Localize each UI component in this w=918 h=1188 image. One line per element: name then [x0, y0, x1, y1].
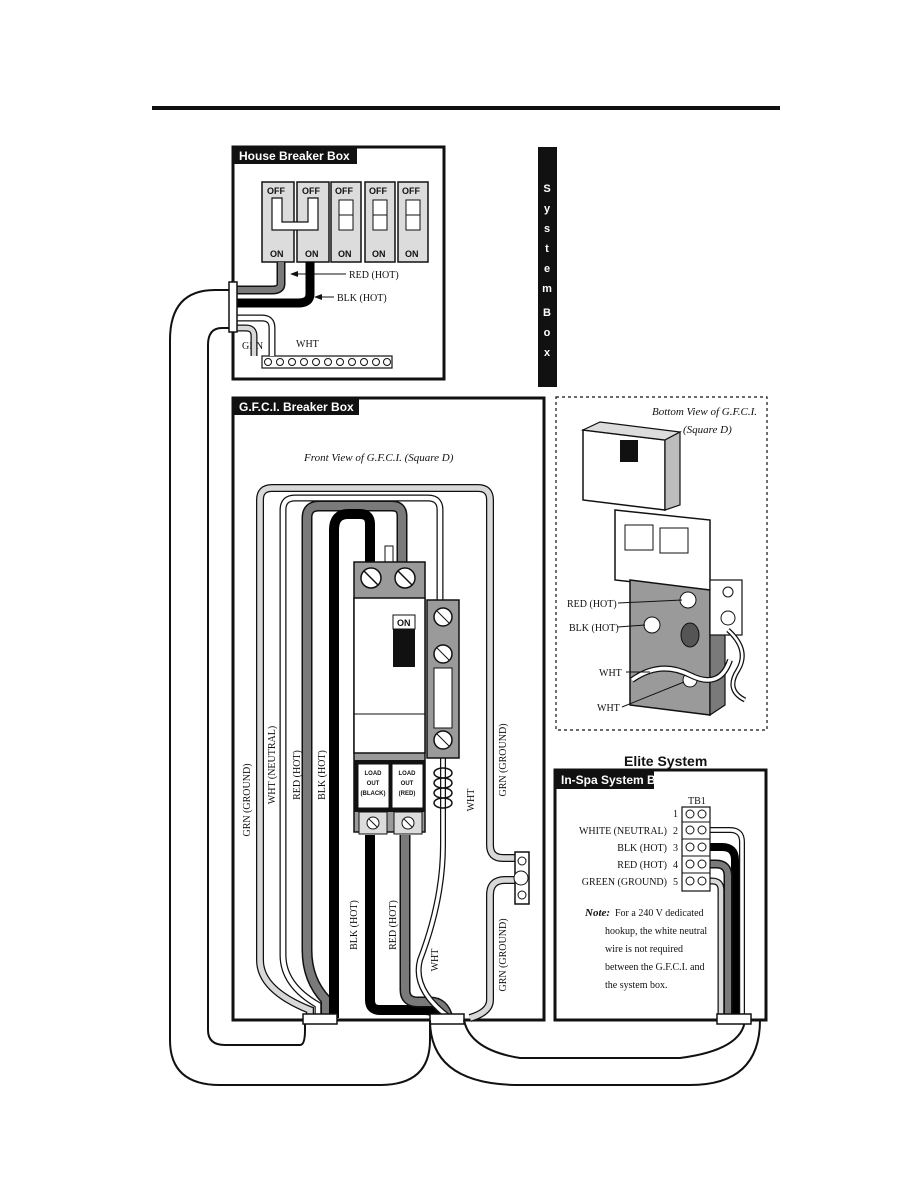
- gfci-wires: [256, 484, 515, 1022]
- in-spa-box-title: In-Spa System Box: [561, 773, 670, 787]
- load-out-black-2: OUT: [367, 781, 380, 787]
- conduit-fitting-left: [302, 1013, 338, 1025]
- switch-on-2: ON: [305, 249, 319, 259]
- gfci-box-title: G.F.C.I. Breaker Box: [239, 400, 354, 414]
- label-grn-ground-left: GRN (GROUND): [242, 763, 253, 836]
- neutral-terminal-bar: [261, 355, 393, 369]
- in-spa-system-box: In-Spa System Box TB1 1 2 3: [553, 768, 768, 1025]
- sys-letter-6: B: [543, 307, 551, 319]
- tb-label-4: RED (HOT): [617, 860, 667, 871]
- tb-num-3: 3: [673, 843, 678, 854]
- sys-letter-5: m: [542, 283, 552, 295]
- conduit-left: [169, 281, 431, 1086]
- bottom-wht2-label: WHT: [597, 703, 620, 714]
- gfci-on-label: ON: [397, 618, 411, 628]
- tb1-terminal-block: [681, 806, 711, 892]
- system-box-bar: S y s t e m B o x: [538, 147, 557, 387]
- label-red-hot-left: RED (HOT): [292, 750, 303, 800]
- conduit-fitting-middle: [429, 1013, 465, 1025]
- sys-letter-7: o: [544, 327, 551, 339]
- switch-off-4: OFF: [369, 186, 387, 196]
- house-blk-label: BLK (HOT): [337, 293, 387, 304]
- label-red-hot-bottom: RED (HOT): [388, 900, 399, 950]
- gfci-breaker: [353, 545, 460, 835]
- gfci-off-label: OFF: [396, 670, 414, 680]
- sys-letter-2: s: [544, 223, 550, 235]
- label-blk-hot-bottom: BLK (HOT): [349, 900, 360, 950]
- note-line-2: hookup, the white neutral: [605, 926, 707, 937]
- in-spa-wires: [710, 827, 745, 1015]
- note-line-1: For a 240 V dedicated: [615, 908, 704, 919]
- switch-off-3: OFF: [335, 186, 353, 196]
- load-out-black-1: LOAD: [365, 771, 383, 777]
- bottom-view-title-2: (Square D): [683, 424, 732, 436]
- note-line-5: the system box.: [605, 980, 668, 991]
- bottom-red-label: RED (HOT): [567, 599, 617, 610]
- note-line-3: wire is not required: [605, 944, 683, 955]
- conduit-right-outer: [429, 1019, 761, 1086]
- bottom-view-panel: Bottom View of G.F.C.I. (Square D) RED (…: [555, 396, 768, 731]
- house-wht-label: WHT: [296, 339, 319, 350]
- gfci-breaker-box: G.F.C.I. Breaker Box Front View of G.F.C…: [231, 396, 546, 1022]
- house-wires: [233, 262, 315, 356]
- switch-on-5: ON: [405, 249, 419, 259]
- switch-on-4: ON: [372, 249, 386, 259]
- tb1-label: TB1: [688, 796, 706, 807]
- sys-letter-1: y: [544, 203, 551, 215]
- load-out-red-1: LOAD: [399, 771, 417, 777]
- tb-num-2: 2: [673, 826, 678, 837]
- tb-num-1: 1: [673, 809, 678, 820]
- label-wht-right: WHT: [466, 789, 477, 812]
- label-wht-neutral: WHT (NEUTRAL): [267, 726, 278, 804]
- conduit-right: [463, 1019, 746, 1059]
- switch-off-1: OFF: [267, 186, 285, 196]
- note-label: Note:: [584, 907, 610, 919]
- house-breaker-box: House Breaker Box OFF OFF OFF OFF OFF ON…: [231, 145, 446, 381]
- load-out-black-3: (BLACK): [361, 791, 386, 797]
- top-rule: [152, 106, 780, 110]
- house-red-label: RED (HOT): [349, 270, 399, 281]
- bottom-wht1-label: WHT: [599, 668, 622, 679]
- front-view-label: Front View of G.F.C.I. (Square D): [303, 452, 454, 464]
- ground-lug: [513, 851, 530, 905]
- switch-on-3: ON: [338, 249, 352, 259]
- switch-off-2: OFF: [302, 186, 320, 196]
- tb-label-3: BLK (HOT): [617, 843, 667, 854]
- sys-letter-4: e: [544, 263, 550, 275]
- switch-off-5: OFF: [402, 186, 420, 196]
- switch-on-1: ON: [270, 249, 284, 259]
- house-box-title: House Breaker Box: [239, 149, 350, 163]
- white-coil: [433, 767, 453, 809]
- sys-letter-8: x: [544, 347, 551, 359]
- sys-letter-0: S: [543, 183, 550, 195]
- conduit-fitting-right: [716, 1013, 752, 1025]
- label-blk-hot-left: BLK (HOT): [317, 750, 328, 800]
- load-out-red-3: (RED): [399, 791, 416, 797]
- breaker-switches: [261, 181, 429, 263]
- label-grn-ground-right: GRN (GROUND): [498, 723, 509, 796]
- sys-letter-3: t: [545, 243, 549, 255]
- elite-heading: Elite System: [624, 753, 707, 769]
- tb-num-4: 4: [673, 860, 678, 871]
- bottom-view-title-1: Bottom View of G.F.C.I.: [652, 406, 757, 418]
- note-line-4: between the G.F.C.I. and: [605, 962, 704, 973]
- tb-label-5: GREEN (GROUND): [582, 877, 667, 888]
- tb-label-2: WHITE (NEUTRAL): [579, 826, 667, 837]
- tb-num-5: 5: [673, 877, 678, 888]
- label-wht-bottom: WHT: [430, 949, 441, 972]
- load-out-red-2: OUT: [401, 781, 414, 787]
- label-grn-ground-bottom: GRN (GROUND): [498, 918, 509, 991]
- bottom-blk-label: BLK (HOT): [569, 623, 619, 634]
